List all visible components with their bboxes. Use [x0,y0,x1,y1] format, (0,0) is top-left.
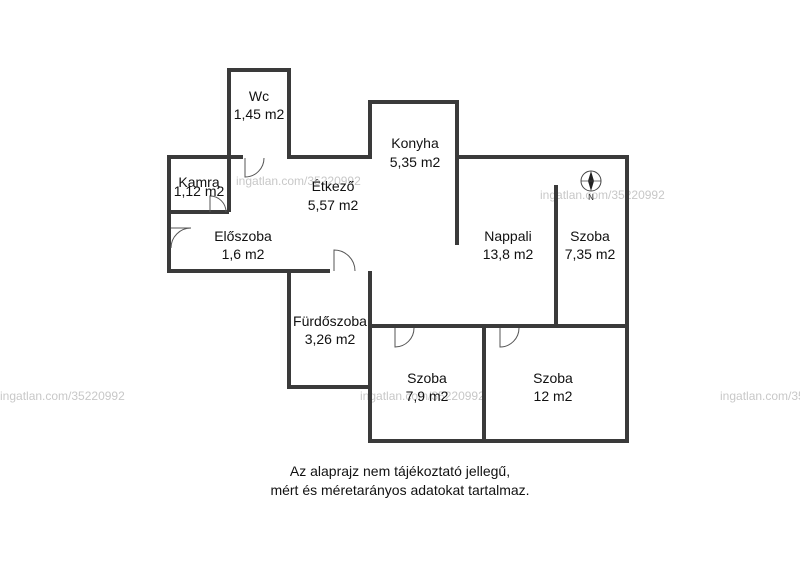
room-kamra-name: Kamra [178,174,219,190]
room-szoba-middle-name: Szoba [407,370,447,386]
room-kamra-area: 1,12 m2 [174,183,225,199]
room-szoba-bottom-name: Szoba [533,370,573,386]
room-szoba-right-name: Szoba [570,228,610,244]
room-konyha-area: 5,35 m2 [390,154,441,170]
room-nappali-area: 13,8 m2 [483,246,534,262]
room-eloszoba-name: Előszoba [214,228,272,244]
compass-icon: N [580,170,602,202]
watermark-left: ingatlan.com/35220992 [0,389,125,403]
door-entrance [170,227,192,249]
doors [170,157,520,348]
room-wc-name: Wc [249,88,269,104]
room-labels: Wc 1,45 m2 Kamra 1,12 m2 Étkező 5,57 m2 … [174,88,616,404]
outer-wall [167,68,629,443]
compass-north-label: N [588,193,594,202]
room-konyha-name: Konyha [391,135,439,151]
watermark-etkezo: ingatlan.com/35220992 [236,174,361,188]
watermark-right: ingatlan.com/35220992 [720,389,800,403]
door-furdoszoba [333,249,356,272]
room-szoba-right-area: 7,35 m2 [565,246,616,262]
room-furdoszoba-area: 3,26 m2 [305,331,356,347]
room-szoba-bottom-area: 12 m2 [534,388,573,404]
door-kamra [209,195,227,213]
door-szoba-middle [394,327,415,348]
watermarks: ingatlan.com/35220992 ingatlan.com/35220… [0,174,800,403]
room-furdoszoba-name: Fürdőszoba [293,313,367,329]
door-szoba-bottom [499,327,520,348]
watermark-szoba-right: ingatlan.com/35220992 [540,188,665,202]
door-wc [244,157,265,178]
disclaimer-line-2: mért és méretarányos adatokat tartalmaz. [270,482,530,498]
disclaimer-line-1: Az alaprajz nem tájékoztató jellegű, [289,463,511,479]
room-etkezo-name: Étkező [312,178,355,194]
room-nappali-name: Nappali [484,228,531,244]
room-etkezo-area: 5,57 m2 [308,197,359,213]
walls [167,68,629,443]
room-eloszoba-area: 1,6 m2 [222,246,265,262]
room-wc-area: 1,45 m2 [234,106,285,122]
watermark-center: ingatlan.com/35220992 [360,389,485,403]
room-szoba-middle-area: 7,9 m2 [406,388,449,404]
